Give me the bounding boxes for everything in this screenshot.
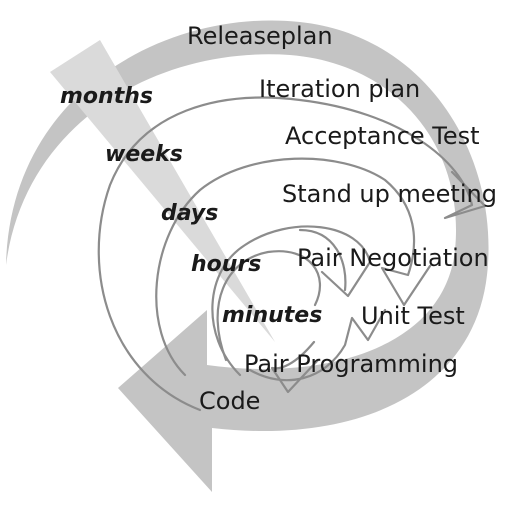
spiral-ring-7 (270, 340, 320, 394)
spiral-ring-3 (211, 225, 372, 377)
label-acceptance-test: Acceptance Test (285, 122, 480, 150)
spiral-ring-2 (155, 157, 432, 377)
label-pair-negotiation: Pair Negotiation (297, 244, 489, 272)
spiral-ring-4 (298, 228, 347, 292)
spiral-lines (97, 96, 487, 412)
label-iteration-plan: Iteration plan (259, 75, 421, 103)
scale-minutes: minutes (222, 303, 323, 328)
scale-months: months (60, 84, 153, 109)
scale-days: days (161, 201, 219, 226)
label-stand-up-meeting: Stand up meeting (282, 180, 497, 208)
time-scale-wedge (50, 40, 275, 342)
label-unit-test: Unit Test (361, 302, 465, 330)
label-code: Code (199, 387, 261, 415)
label-pair-programming: Pair Programming (244, 350, 459, 378)
outer-cycle-arrow-body (6, 20, 489, 492)
scale-hours: hours (191, 252, 262, 277)
spiral-ring-6 (248, 308, 387, 382)
spiral-ring-5 (216, 250, 321, 362)
scale-weeks: weeks (105, 142, 183, 167)
label-release-plan: Releaseplan (187, 22, 333, 50)
spiral-ring-1 (97, 96, 487, 412)
